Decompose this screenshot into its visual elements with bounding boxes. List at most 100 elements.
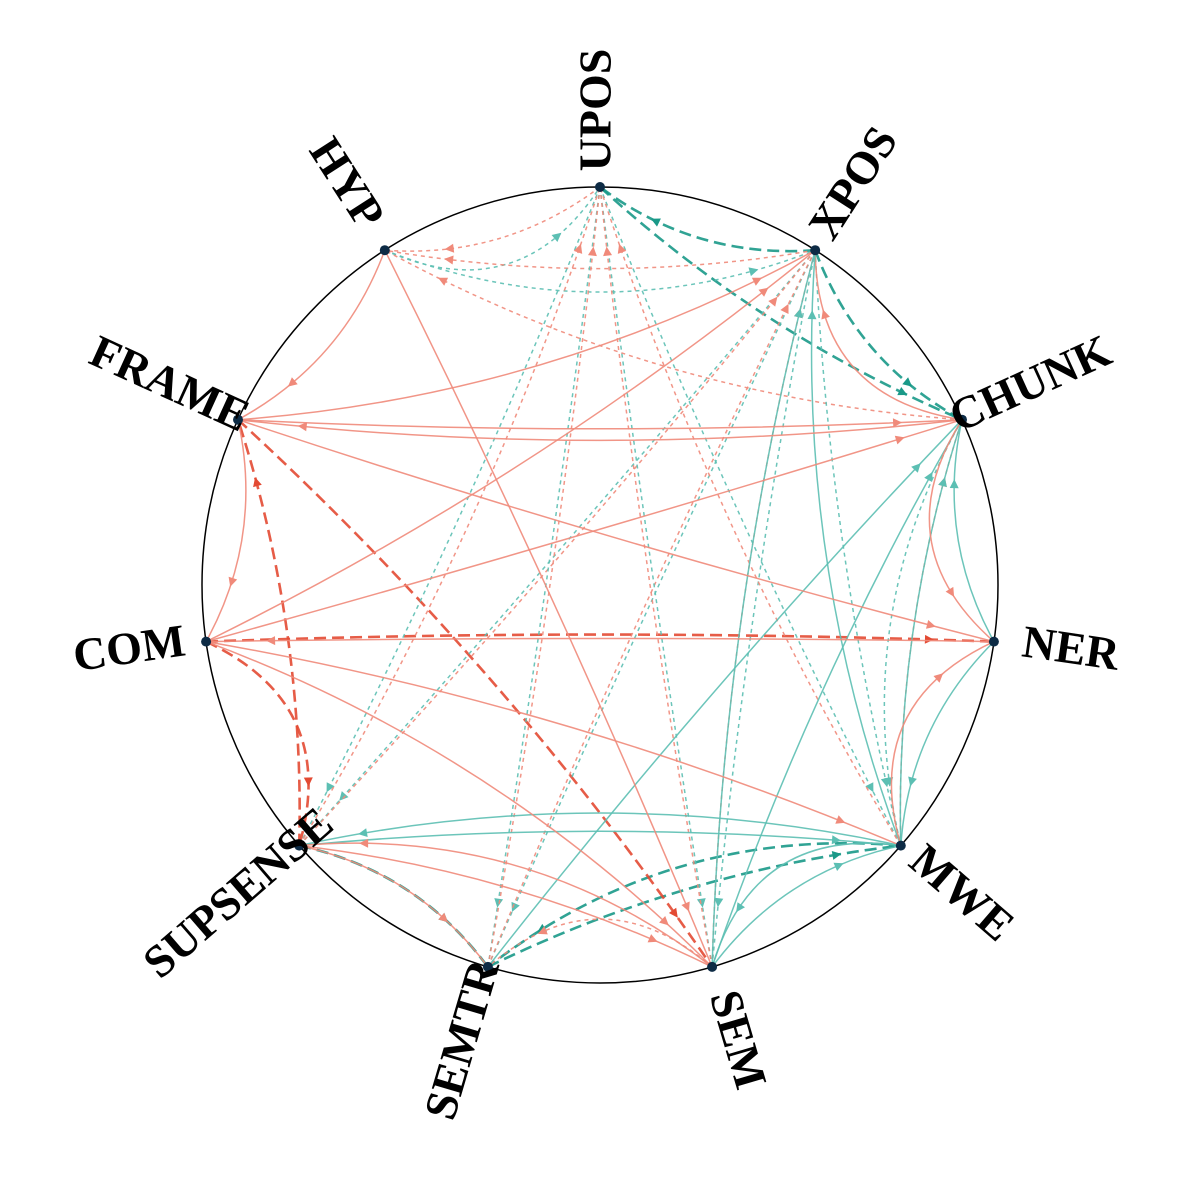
label-semtr: SEMTR xyxy=(414,953,509,1125)
edge-arrowhead-upos-to-hyp xyxy=(444,243,455,253)
node-xpos xyxy=(810,245,821,256)
edge-hyp-to-frame xyxy=(237,249,386,421)
edge-frame-to-ner xyxy=(237,418,995,643)
edge-xpos-to-supsense xyxy=(298,249,816,847)
edge-arrowhead-xpos-to-hyp xyxy=(444,255,454,265)
edge-chunk-to-hyp xyxy=(384,249,963,421)
edge-semtr-to-mwe xyxy=(487,844,901,969)
edge-arrowhead-mwe-to-sem xyxy=(736,902,745,913)
edge-arrowhead-hyp-to-sem xyxy=(681,901,690,912)
edge-supsense-to-sem xyxy=(299,844,713,968)
edge-arrowhead-semtr-to-chunk xyxy=(911,463,921,473)
edge-xpos-to-chunk xyxy=(813,249,963,421)
edge-arrowhead-chunk-to-ner xyxy=(945,586,955,597)
edge-arrowhead-semtr-to-mwe xyxy=(831,851,842,860)
edge-semtr-to-xpos xyxy=(487,249,816,968)
edge-frame-to-chunk xyxy=(237,418,963,430)
edge-frame-to-com xyxy=(205,419,247,642)
edge-supsense-to-semtr xyxy=(298,844,489,968)
edge-frame-to-sem xyxy=(237,418,714,968)
node-sem xyxy=(707,961,718,972)
edge-arrowhead-xpos-to-sem xyxy=(714,897,724,908)
edge-xpos-to-hyp xyxy=(384,249,816,270)
edge-arrowhead-sem-to-mwe xyxy=(833,862,844,871)
edge-ner-to-chunk xyxy=(953,419,995,642)
edge-arrowhead-semtr-to-upos xyxy=(588,246,597,257)
node-hyp xyxy=(379,245,390,256)
label-supsense: SUPSENSE xyxy=(133,797,342,988)
edge-arrowhead-chunk-to-xpos xyxy=(821,309,830,320)
edge-upos-to-chunk xyxy=(599,186,963,421)
edge-arrowhead-sem-to-xpos xyxy=(794,308,803,319)
edge-supsense-to-frame xyxy=(236,419,301,846)
edge-chunk-to-mwe xyxy=(883,419,963,846)
edge-xpos-to-upos xyxy=(599,185,816,253)
outer-ring xyxy=(201,186,999,984)
edge-arrowhead-mwe-to-xpos xyxy=(807,310,817,320)
edge-arrowhead-supsense-to-semtr xyxy=(438,912,448,923)
edge-arrowhead-com-to-xpos xyxy=(758,287,769,297)
edge-arrowhead-xpos-to-supsense xyxy=(339,791,349,801)
edge-arrowhead-com-to-ner xyxy=(924,634,934,644)
edge-hyp-to-upos xyxy=(384,186,601,271)
edge-arrowhead-sem-to-supsense xyxy=(359,838,369,848)
node-com xyxy=(201,636,212,647)
edge-arrowhead-upos-to-supsense xyxy=(326,782,335,793)
edge-sem-to-upos xyxy=(599,186,713,968)
edge-arrowhead-xpos-to-upos xyxy=(650,218,661,227)
edge-arrowhead-xpos-to-chunk xyxy=(902,377,913,387)
edge-semtr-to-upos xyxy=(487,186,601,968)
node-layer xyxy=(201,182,999,972)
node-frame xyxy=(233,414,243,425)
edge-arrowhead-ner-to-mwe xyxy=(908,776,917,787)
edge-mwe-to-upos xyxy=(599,186,902,846)
edge-mwe-to-sem xyxy=(711,842,901,968)
edge-arrowhead-hyp-to-frame xyxy=(287,377,298,387)
edge-arrowhead-mwe-to-chunk xyxy=(938,477,947,488)
edge-upos-to-sem xyxy=(599,186,713,968)
edge-mwe-to-supsense xyxy=(299,812,901,847)
edge-xpos-to-mwe xyxy=(814,250,902,846)
edge-arrowhead-mwe-to-supsense xyxy=(358,828,368,837)
label-sem: SEM xyxy=(700,984,777,1094)
label-hyp: HYP xyxy=(300,128,395,237)
edge-arrowhead-supsense-to-mwe xyxy=(831,835,841,845)
edge-arrowhead-hyp-to-upos xyxy=(551,232,562,242)
edge-arrowhead-ner-to-com xyxy=(266,636,276,646)
label-chunk: CHUNK xyxy=(942,324,1119,442)
edge-supsense-to-semtr xyxy=(299,844,489,968)
edge-arrowhead-mwe-to-upos xyxy=(617,243,627,254)
edge-arrowhead-frame-to-sem xyxy=(668,907,678,918)
edge-xpos-to-semtr xyxy=(487,249,816,968)
edge-arrowhead-chunk-to-frame xyxy=(297,422,308,432)
edge-mwe-to-xpos xyxy=(810,250,902,846)
edge-arrowhead-com-to-chunk xyxy=(894,435,905,445)
edge-upos-to-semtr xyxy=(487,186,601,968)
edge-arrowhead-chunk-to-hyp xyxy=(438,277,449,286)
edge-supsense-to-mwe xyxy=(299,830,901,847)
edge-com-to-chunk xyxy=(205,418,963,643)
edge-arrowhead-frame-to-com xyxy=(228,576,238,587)
edge-ner-to-mwe xyxy=(900,641,995,846)
edge-chunk-to-ner xyxy=(928,419,995,643)
edge-xpos-to-sem xyxy=(711,250,816,967)
edge-com-to-xpos xyxy=(205,249,816,643)
edge-ner-to-com xyxy=(206,637,994,643)
edge-frame-to-xpos xyxy=(237,249,816,421)
edge-arrowhead-upos-to-mwe xyxy=(865,782,874,793)
edge-com-to-mwe xyxy=(205,640,902,847)
edge-arrowhead-com-to-sem xyxy=(659,916,669,926)
edge-arrowhead-supsense-to-frame xyxy=(253,477,262,488)
node-mwe xyxy=(895,840,906,851)
edge-supsense-to-upos xyxy=(298,186,601,846)
node-ner xyxy=(988,636,999,647)
label-mwe: MWE xyxy=(900,834,1024,951)
edge-arrowhead-ner-to-chunk xyxy=(949,479,959,489)
edge-chunk-to-frame xyxy=(237,418,963,442)
edge-arrowhead-sem-to-upos xyxy=(603,246,612,257)
edge-arrowhead-sem-to-semtr xyxy=(537,926,548,935)
edge-upos-to-hyp xyxy=(384,186,601,252)
edge-arrowhead-com-to-mwe xyxy=(835,815,846,824)
